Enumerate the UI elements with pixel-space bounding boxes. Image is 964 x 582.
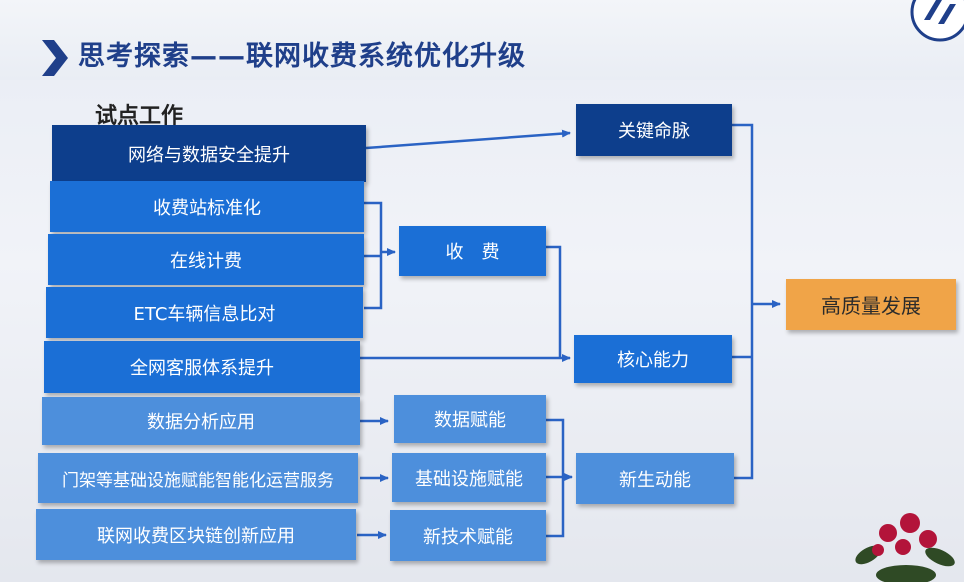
page-title: 思考探索——联网收费系统优化升级: [78, 41, 526, 72]
flower-decoration-icon: [855, 513, 955, 582]
box-toll: 收 费: [399, 226, 546, 276]
box-customer-service-upgrade: 全网客服体系提升: [44, 341, 360, 393]
box-high-quality-development: 高质量发展: [786, 279, 956, 330]
bracket-right-column: [732, 123, 754, 480]
box-new-tech-enablement: 新技术赋能: [390, 510, 546, 561]
box-network-data-security: 网络与数据安全提升: [52, 125, 366, 182]
box-key-lifeline: 关键命脉: [576, 104, 732, 156]
line-toll-to-core: [546, 245, 562, 358]
logo-icon: [910, 0, 964, 42]
chevron-icon: [42, 40, 68, 76]
box-online-billing: 在线计费: [48, 234, 364, 285]
title-bar: 思考探索——联网收费系统优化升级: [0, 0, 964, 80]
box-new-momentum: 新生动能: [576, 453, 734, 504]
box-gantry-infrastructure: 门架等基础设施赋能智能化运营服务: [38, 453, 358, 503]
box-blockchain-application: 联网收费区块链创新应用: [36, 509, 356, 560]
box-infrastructure-enablement: 基础设施赋能: [392, 453, 546, 502]
box-core-capability: 核心能力: [574, 335, 732, 383]
box-etc-vehicle-info-compare: ETC车辆信息比对: [46, 287, 363, 338]
box-toll-station-standardization: 收费站标准化: [50, 181, 364, 232]
section-label: 试点工作: [95, 104, 184, 129]
box-data-enablement: 数据赋能: [394, 395, 546, 443]
arrow-security-to-lifeline: [365, 129, 571, 150]
box-data-analysis: 数据分析应用: [42, 397, 360, 445]
